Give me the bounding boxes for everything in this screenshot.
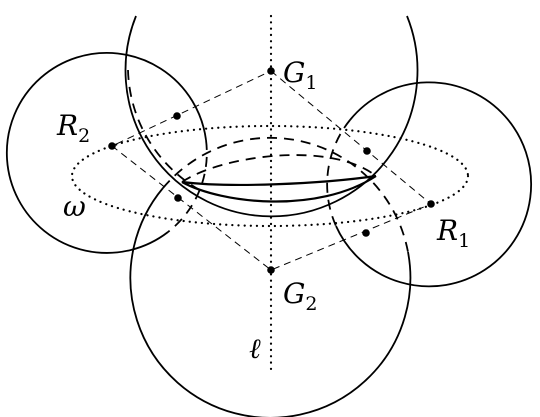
label-omega: ω bbox=[63, 190, 86, 223]
intersection-curve-dashed bbox=[181, 154, 377, 183]
point-lower-left-mid bbox=[174, 194, 182, 202]
point-r2 bbox=[108, 142, 116, 150]
circle-g1-dashed-arc bbox=[127, 69, 204, 193]
label-g1: G1 bbox=[283, 56, 317, 94]
circle-r2-solid-arc bbox=[5, 52, 207, 254]
label-ell: ℓ bbox=[249, 332, 261, 365]
circle-g2-solid-arc bbox=[129, 187, 412, 417]
circle-r1-solid-arc bbox=[335, 81, 533, 288]
quadrilateral-g1-r1-g2-r2 bbox=[111, 70, 432, 271]
circle-r2-dashed-arc bbox=[167, 139, 208, 233]
point-r1 bbox=[427, 200, 435, 208]
circle-g2-dashed-arc bbox=[162, 136, 409, 253]
intersection-curve-lower bbox=[181, 175, 377, 203]
point-g1 bbox=[267, 67, 275, 75]
circle-g1-solid-arc bbox=[124, 15, 419, 218]
intersection-curve-upper bbox=[181, 174, 377, 186]
point-g2 bbox=[267, 266, 275, 274]
label-r2: R2 bbox=[56, 109, 90, 147]
label-r1: R1 bbox=[436, 214, 470, 252]
label-g2: G2 bbox=[283, 277, 317, 315]
point-lower-right-mid bbox=[362, 229, 370, 237]
circle-r1-dashed-arc bbox=[326, 119, 351, 227]
point-upper-right-mid bbox=[363, 147, 371, 155]
point-upper-left-mid bbox=[173, 112, 181, 120]
ellipse-omega bbox=[70, 124, 470, 228]
